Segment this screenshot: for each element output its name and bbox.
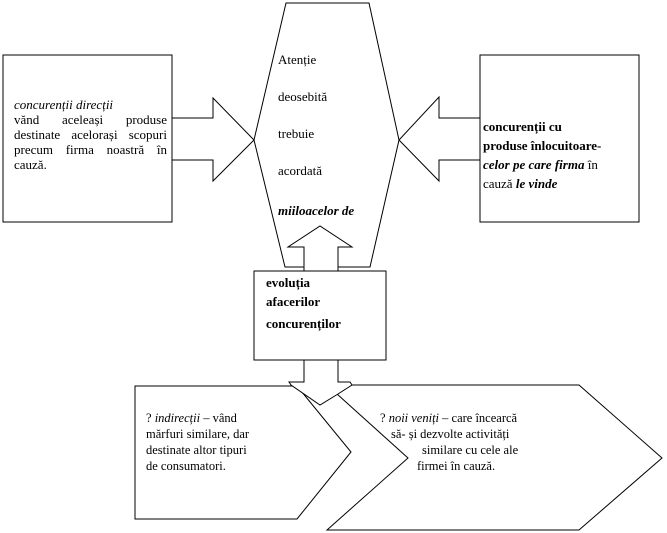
hexagon-line: deosebită — [278, 89, 328, 104]
indirect-line: de consumatori. — [146, 459, 226, 473]
center-box-text: evoluția afacerilor concurenților — [266, 273, 384, 333]
indirect-label: indirecții — [154, 411, 201, 425]
bottom-right-chevron — [325, 384, 663, 531]
indirect-competitors-text: ? indirecții – vând mărfuri similare, da… — [146, 410, 286, 474]
center-box — [253, 270, 387, 361]
hexagon-line: Atenție — [278, 52, 317, 67]
right-arrow — [398, 95, 481, 183]
new-entrants-line: să- și dezvolte activități — [391, 427, 510, 441]
left-box-text: concurenții direcții vănd aceleași produ… — [14, 97, 167, 172]
new-entrants-line-1-rest: – care încearcă — [439, 411, 518, 425]
bullet-marker: ? — [146, 411, 155, 425]
right-box-text: concurenții cu produse înlocuitoare- cel… — [483, 117, 633, 193]
evolution-line-3: concurenților — [266, 316, 341, 331]
hexagon-line: acordată — [278, 163, 323, 178]
substitute-line-3-emph: celor pe care firma — [483, 157, 585, 172]
bottom-left-chevron — [134, 385, 352, 520]
new-entrants-text: ? noii veniți – care încearcă să- și dez… — [380, 410, 580, 474]
up-arrow — [286, 225, 354, 272]
new-entrants-label: noii veniți — [388, 411, 440, 425]
evolution-line-1: evoluția — [266, 275, 311, 290]
substitute-line-4-plain: cauză — [483, 176, 516, 191]
left-box — [2, 54, 173, 223]
evolution-line-2: afacerilor — [266, 294, 321, 309]
right-box — [479, 54, 640, 223]
new-entrants-line: similare cu cele ale — [422, 443, 519, 457]
indirect-line: destinate altor tipuri — [146, 443, 247, 457]
substitute-line-2: produse înlocuitoare- — [483, 138, 602, 153]
indirect-line-1-rest: – vând — [200, 411, 237, 425]
substitute-line-3-rest: în — [584, 157, 598, 172]
hexagon-emph-line: miiloacelor de — [278, 203, 355, 218]
substitute-line-1: concurenții cu — [483, 119, 562, 134]
left-arrow — [171, 96, 255, 183]
bullet-marker: ? — [380, 411, 389, 425]
hexagon-line: trebuie — [278, 126, 315, 141]
direct-competitors-label: concurenții direcții — [14, 97, 114, 112]
hexagon-text: Atenție deosebită trebuie acordată miilo… — [278, 52, 378, 240]
new-entrants-line: firmei în cauză. — [417, 459, 496, 473]
direct-competitors-description: vănd aceleași produse destinate aceloraș… — [14, 112, 167, 172]
down-arrow — [288, 359, 353, 406]
indirect-line: mărfuri similare, dar — [146, 427, 250, 441]
substitute-line-4-emph: le vinde — [515, 176, 558, 191]
